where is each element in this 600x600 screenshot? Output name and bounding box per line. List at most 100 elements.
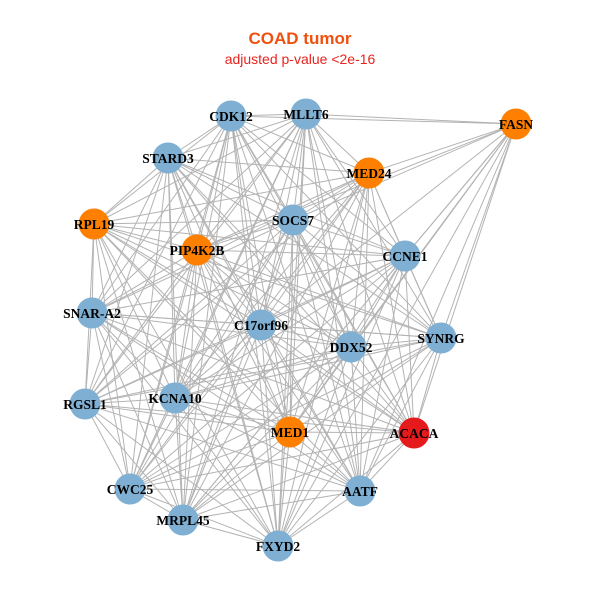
edge-CWC25-FXYD2 xyxy=(129,488,279,547)
edge-MLLT6-FASN xyxy=(305,113,517,125)
edge-DDX52-ACACA xyxy=(350,346,415,434)
edge-DDX52-AATF xyxy=(350,346,361,492)
edge-RGSL1-CWC25 xyxy=(84,403,131,490)
node-circle[interactable] xyxy=(245,309,277,341)
edge-RPL19-MED1 xyxy=(93,223,291,433)
edge-CCNE1-SNAR-A2 xyxy=(91,255,406,314)
node-DDX52[interactable]: DDX52 xyxy=(330,331,373,363)
node-circle[interactable] xyxy=(389,240,421,272)
node-SNAR-A2[interactable]: SNAR-A2 xyxy=(63,297,121,329)
node-label: SYNRG xyxy=(417,331,465,346)
edge-MRPL45-FXYD2 xyxy=(182,519,279,547)
node-PIP4K2B[interactable]: PIP4K2B xyxy=(170,234,225,266)
edge-CCNE1-CWC25 xyxy=(129,255,406,490)
node-label: FASN xyxy=(499,117,534,132)
node-label: SOCS7 xyxy=(272,213,314,228)
node-ACACA[interactable]: ACACA xyxy=(390,417,439,449)
edge-PIP4K2B-RGSL1 xyxy=(84,249,198,405)
edge-MED24-ACACA xyxy=(368,172,415,434)
node-label: PIP4K2B xyxy=(170,243,225,258)
node-circle[interactable] xyxy=(78,208,110,240)
edge-C17orf96-AATF xyxy=(260,324,361,492)
node-label: CDK12 xyxy=(209,109,253,124)
node-circle[interactable] xyxy=(152,142,184,174)
edge-CDK12-FASN xyxy=(230,115,517,125)
edge-SOCS7-RGSL1 xyxy=(84,219,294,405)
node-label: C17orf96 xyxy=(234,318,288,333)
node-circle[interactable] xyxy=(290,98,322,130)
node-STARD3[interactable]: STARD3 xyxy=(142,142,194,174)
edge-PIP4K2B-SYNRG xyxy=(196,249,442,339)
node-circle[interactable] xyxy=(425,322,457,354)
edge-MED1-ACACA xyxy=(289,431,415,434)
node-C17orf96[interactable]: C17orf96 xyxy=(234,309,288,341)
edge-MED24-MRPL45 xyxy=(182,172,370,521)
edge-MLLT6-CWC25 xyxy=(129,113,307,490)
edge-PIP4K2B-C17orf96 xyxy=(196,249,262,326)
node-circle[interactable] xyxy=(167,504,199,536)
node-label: DDX52 xyxy=(330,340,373,355)
edge-RPL19-C17orf96 xyxy=(93,223,262,326)
node-label: SNAR-A2 xyxy=(63,306,121,321)
node-MED24[interactable]: MED24 xyxy=(347,157,392,189)
edge-CDK12-MRPL45 xyxy=(182,115,232,521)
node-circle[interactable] xyxy=(76,297,108,329)
node-SOCS7[interactable]: SOCS7 xyxy=(272,204,314,236)
edge-C17orf96-FXYD2 xyxy=(260,324,279,547)
edge-C17orf96-KCNA10 xyxy=(174,324,262,399)
node-KCNA10[interactable]: KCNA10 xyxy=(148,382,202,414)
edge-SOCS7-SNAR-A2 xyxy=(91,219,294,314)
edge-SOCS7-KCNA10 xyxy=(174,219,294,399)
edge-FASN-SYNRG xyxy=(440,123,517,339)
node-circle[interactable] xyxy=(335,331,367,363)
edge-CCNE1-RGSL1 xyxy=(84,255,406,405)
node-label: MED24 xyxy=(347,166,392,181)
node-circle[interactable] xyxy=(159,382,191,414)
node-SYNRG[interactable]: SYNRG xyxy=(417,322,465,354)
edge-MLLT6-RPL19 xyxy=(93,113,307,225)
node-circle[interactable] xyxy=(277,204,309,236)
edge-PIP4K2B-SNAR-A2 xyxy=(91,249,198,314)
edge-CDK12-CCNE1 xyxy=(230,115,406,257)
node-circle[interactable] xyxy=(500,108,532,140)
figure-title: COAD tumor xyxy=(248,29,352,48)
node-RPL19[interactable]: RPL19 xyxy=(74,208,115,240)
node-AATF[interactable]: AATF xyxy=(342,475,378,507)
edge-PIP4K2B-KCNA10 xyxy=(174,249,198,399)
node-MED1[interactable]: MED1 xyxy=(271,416,309,448)
node-CCNE1[interactable]: CCNE1 xyxy=(382,240,428,272)
node-circle[interactable] xyxy=(69,388,101,420)
node-circle[interactable] xyxy=(262,530,294,562)
edge-CDK12-AATF xyxy=(230,115,361,492)
edge-RPL19-PIP4K2B xyxy=(93,223,198,251)
node-circle[interactable] xyxy=(274,416,306,448)
node-circle[interactable] xyxy=(114,473,146,505)
edge-PIP4K2B-AATF xyxy=(196,249,361,492)
node-label: STARD3 xyxy=(142,151,194,166)
node-MLLT6[interactable]: MLLT6 xyxy=(283,98,329,130)
node-CDK12[interactable]: CDK12 xyxy=(209,100,253,132)
edge-SYNRG-MED1 xyxy=(289,337,442,433)
edge-ACACA-MRPL45 xyxy=(182,432,415,521)
node-RGSL1[interactable]: RGSL1 xyxy=(63,388,107,420)
edge-AATF-FXYD2 xyxy=(277,490,361,547)
edge-KCNA10-FXYD2 xyxy=(174,397,279,547)
edge-SOCS7-MRPL45 xyxy=(182,219,294,521)
edge-MLLT6-SYNRG xyxy=(305,113,442,339)
node-circle[interactable] xyxy=(353,157,385,189)
node-CWC25[interactable]: CWC25 xyxy=(107,473,154,505)
node-FASN[interactable]: FASN xyxy=(499,108,534,140)
node-circle[interactable] xyxy=(344,475,376,507)
figure-subtitle: adjusted p-value <2e-16 xyxy=(224,51,376,67)
node-circle[interactable] xyxy=(181,234,213,266)
edge-SYNRG-AATF xyxy=(359,337,442,492)
edge-C17orf96-CWC25 xyxy=(129,324,262,490)
node-MRPL45[interactable]: MRPL45 xyxy=(156,504,210,536)
node-circle[interactable] xyxy=(215,100,247,132)
node-circle[interactable] xyxy=(398,417,430,449)
node-label: RPL19 xyxy=(74,217,115,232)
node-FXYD2[interactable]: FXYD2 xyxy=(256,530,300,562)
edge-MLLT6-SOCS7 xyxy=(292,113,307,221)
